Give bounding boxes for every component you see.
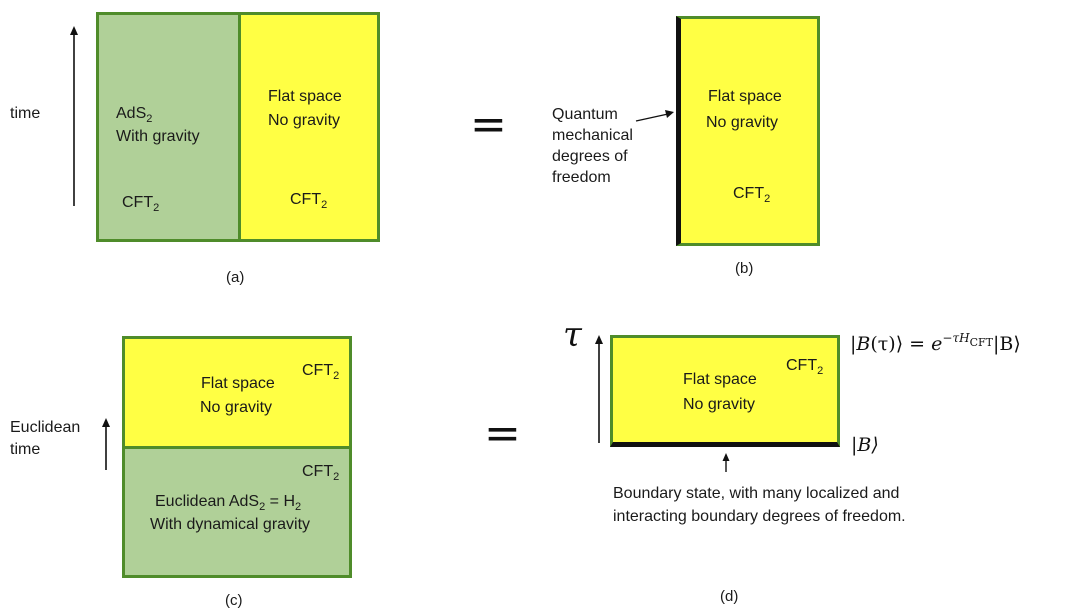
quantum-dof-label: Quantum mechanical degrees of freedom: [552, 106, 633, 186]
flat-space-label-c: Flat space: [201, 375, 275, 392]
flat-space-region-d: [610, 335, 840, 447]
flat-space-region: [238, 12, 380, 242]
no-gravity-label-c: No gravity: [200, 399, 273, 416]
cft2-label-d: CFT2: [786, 357, 824, 377]
with-gravity-label: With gravity: [116, 128, 200, 145]
flat-space-label-b: Flat space: [708, 88, 782, 105]
caption-a: (a): [226, 269, 245, 286]
flat-space-label-d: Flat space: [683, 371, 757, 388]
no-gravity-label: No gravity: [268, 112, 341, 129]
boundary-state-ket: |B⟩: [851, 434, 879, 456]
boundary-state-arrow: [722, 453, 730, 472]
flat-space-label: Flat space: [268, 88, 342, 105]
flat-space-region-c: [122, 336, 352, 449]
caption-d: (d): [720, 588, 739, 605]
euclidean-ads2-region: [122, 446, 352, 578]
euclidean-ads2-label: Euclidean AdS2 = H2: [155, 493, 302, 513]
euclidean-time-arrow: [102, 418, 110, 470]
flat-space-region-b: [676, 16, 820, 246]
no-gravity-label-d: No gravity: [683, 396, 756, 413]
time-label: time: [10, 105, 41, 122]
cft2-bottom-label-c: CFT2: [302, 463, 340, 483]
time-arrow: [70, 26, 78, 206]
euclidean-time-label: Euclidean time: [10, 419, 81, 458]
caption-c: (c): [225, 592, 243, 609]
caption-b: (b): [735, 260, 754, 277]
cft2-left-label: CFT2: [122, 194, 160, 214]
tau-arrow: [595, 335, 603, 443]
boundary-state-note: Boundary state, with many localized and …: [613, 485, 906, 525]
tau-symbol: τ: [563, 315, 582, 355]
ads2-label: AdS2: [116, 105, 153, 125]
cft2-top-label-c: CFT2: [302, 362, 340, 382]
equals-sign-top: =: [470, 99, 507, 150]
pointer-arrow: [635, 110, 674, 122]
ads2-region: [96, 12, 241, 242]
cft2-label-b: CFT2: [733, 185, 771, 205]
evolved-boundary-state-formula: |B(τ)⟩ = e−τHCFT|B⟩: [850, 331, 1021, 355]
with-dynamical-gravity-label: With dynamical gravity: [150, 516, 311, 533]
no-gravity-label-b: No gravity: [706, 114, 779, 131]
cft2-right-label: CFT2: [290, 191, 328, 211]
equals-sign-bottom: =: [484, 408, 521, 459]
